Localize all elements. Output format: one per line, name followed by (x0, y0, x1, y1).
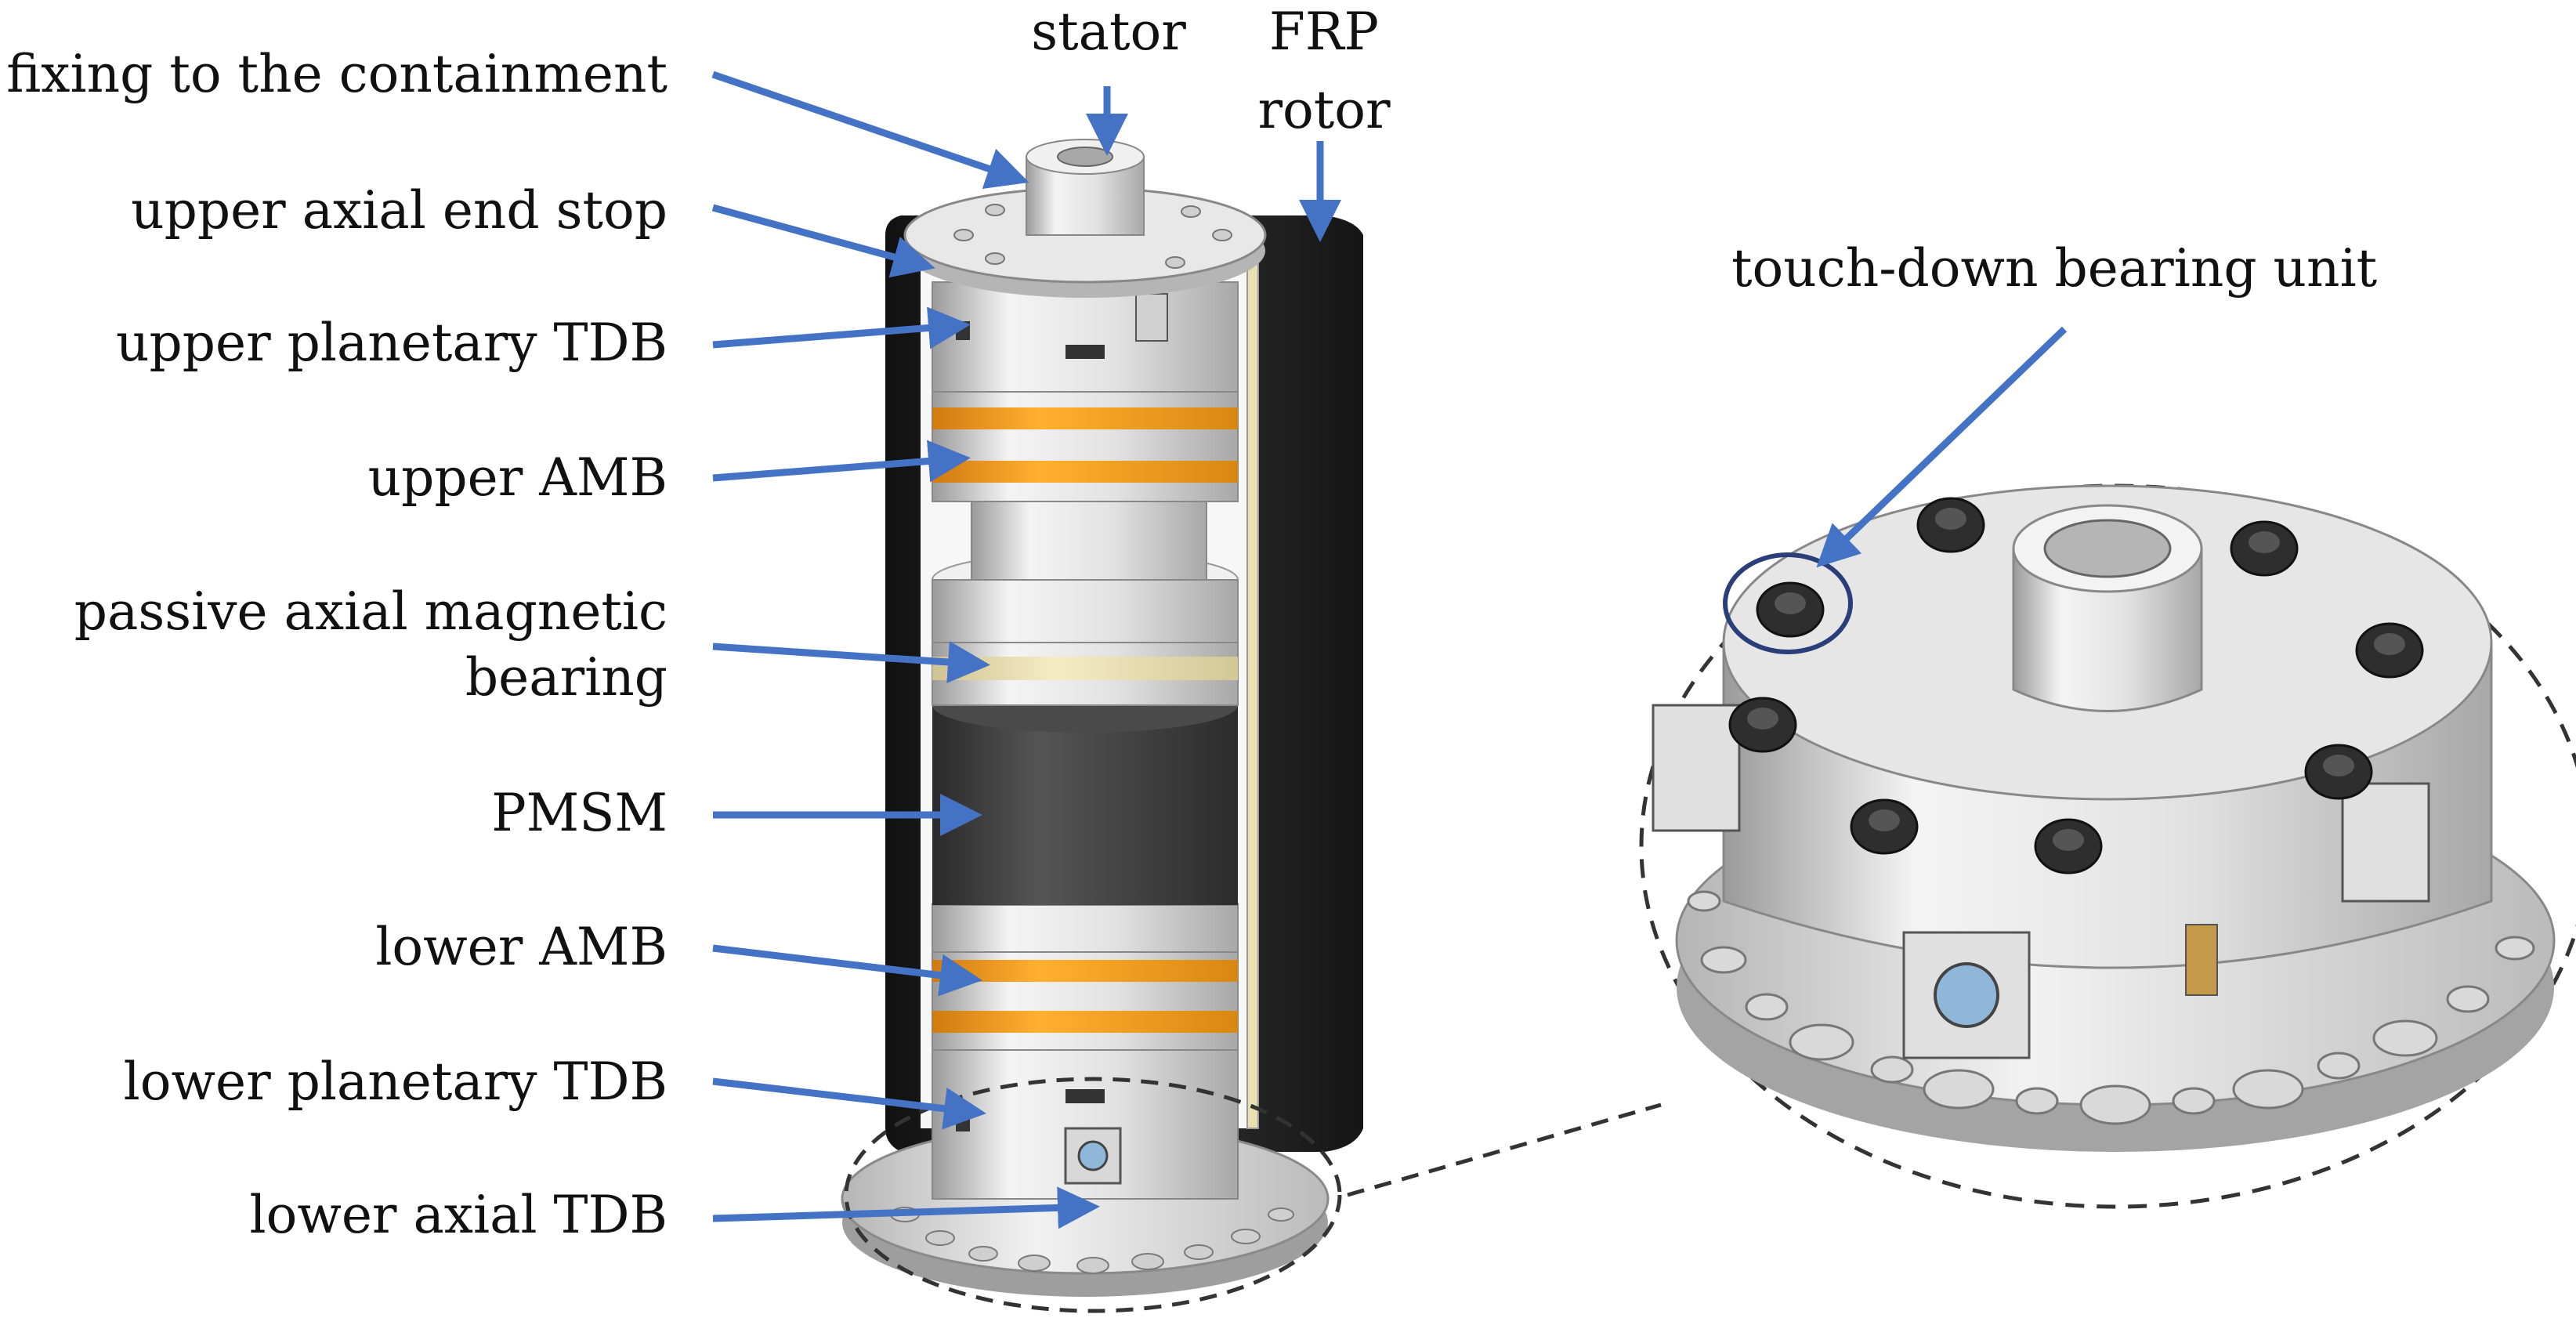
rotor-inner-liner (1246, 258, 1259, 1129)
label-upper-planetary-tdb: upper planetary TDB (116, 313, 668, 373)
label-lower-planetary-tdb: lower planetary TDB (123, 1052, 668, 1112)
arrow-lower-planetary-tdb (712, 1077, 986, 1130)
detail-callout-small (844, 1077, 1342, 1313)
flywheel-assembly (841, 139, 1363, 1313)
arrow-fixing (711, 71, 1029, 189)
label-pmsm: PMSM (491, 783, 668, 843)
label-stator: stator (1031, 2, 1186, 62)
label-upper-amb: upper AMB (367, 447, 668, 508)
label-frp: FRP (1269, 2, 1379, 62)
passive-axial-magnetic-bearing-ring (932, 657, 1238, 680)
upper-shaft-segment (971, 501, 1207, 581)
label-fixing-to-containment: fixing to the containment (6, 44, 668, 104)
pmsm-body (932, 705, 1238, 905)
label-touch-down-bearing-unit: touch-down bearing unit (1731, 238, 2378, 299)
touch-down-bearing-detail (1639, 483, 2576, 1209)
upper-amb-coil-2 (932, 461, 1238, 483)
arrow-upper-planetary-tdb (712, 306, 971, 349)
detail-connector (1347, 1102, 1662, 1197)
lower-amb-coil-1 (932, 960, 1238, 982)
detail-flange-holes (1687, 890, 2535, 1125)
callout-arrows (711, 71, 2068, 1229)
arrow-upper-amb (712, 440, 971, 483)
arrow-lower-amb (712, 944, 982, 997)
arrow-passive-axial (712, 641, 990, 683)
label-upper-axial-end-stop: upper axial end stop (131, 180, 668, 241)
label-bearing: bearing (465, 647, 668, 708)
label-rotor: rotor (1257, 80, 1391, 140)
arrow-lower-axial-tdb (712, 1186, 1100, 1229)
label-passive-axial-magnetic: passive axial magnetic (74, 581, 668, 642)
tdb-unit-highlight (1723, 552, 1853, 654)
end-plate-holes (953, 204, 1232, 269)
label-lower-axial-tdb: lower axial TDB (249, 1185, 668, 1245)
detail-center-hub (2012, 547, 2203, 712)
arrow-touch-down-bearing-unit (1816, 326, 2068, 568)
upper-planetary-tdb-housing (932, 281, 1239, 393)
upper-amb-coil-1 (932, 407, 1238, 429)
lower-amb-coil-2 (932, 1011, 1238, 1033)
arrow-upper-axial-end-stop (711, 204, 935, 278)
detail-tdb-units (1728, 497, 2424, 874)
label-lower-amb: lower AMB (375, 917, 668, 977)
